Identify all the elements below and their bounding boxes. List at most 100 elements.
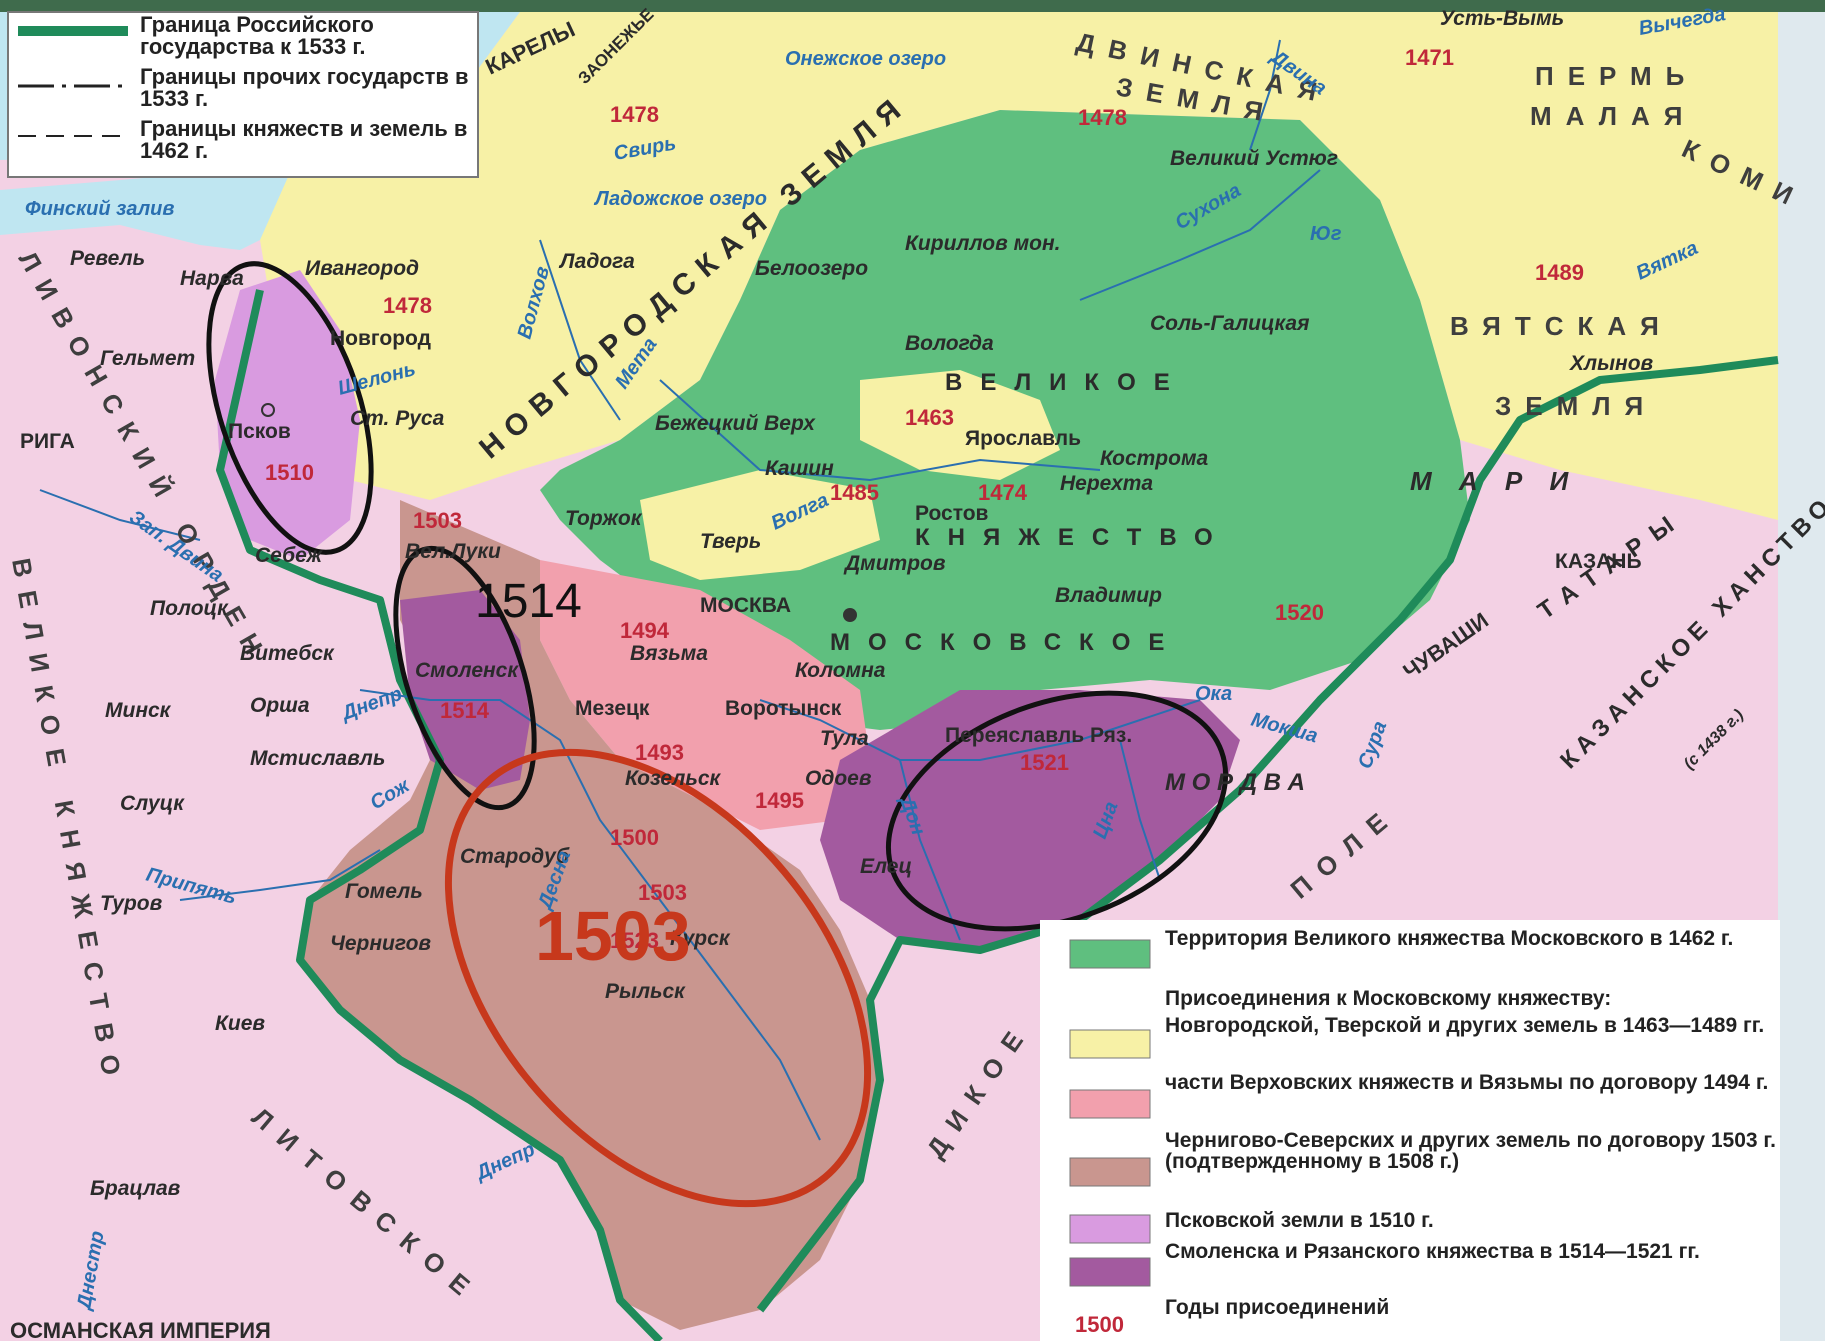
legend-top: Граница Российского государства к 1533 г…	[7, 11, 479, 178]
city-slutsk: Слуцк	[120, 792, 185, 815]
city-odoev: Одоев	[805, 767, 872, 790]
legend-novgorod-text: Новгородской, Тверской и других земель в…	[1165, 1014, 1765, 1037]
svg-text:Юг: Юг	[1310, 223, 1342, 245]
legend-verkhovsk-text: части Верховских княжеств и Вязьмы по до…	[1165, 1071, 1769, 1094]
city-starodub: Стародуб	[460, 845, 570, 868]
region-yaroslavl-1463	[860, 370, 1060, 480]
city-tver: Тверь	[700, 530, 761, 553]
city-vel-luki: Вел.Луки	[405, 540, 501, 563]
legend-moscow-text: Территория Великого княжества Московског…	[1165, 928, 1734, 950]
city-kashin: Кашин	[765, 457, 834, 480]
city-kiev: Киев	[215, 1012, 265, 1035]
city-mezetsk: Мезецк	[575, 697, 650, 720]
city-pskov: Псков	[228, 420, 291, 443]
label-grand-2: КНЯЖЕСТВО	[915, 524, 1231, 551]
city-labels: Усть-Вымь Великий Устюг Кириллов мон. Бе…	[20, 7, 1654, 1200]
city-gelmet: Гельмет	[100, 347, 195, 370]
region-verkhovsk-1494	[540, 560, 870, 830]
city-torzhok: Торжок	[565, 507, 643, 530]
city-vorotynsk: Воротынск	[725, 697, 842, 720]
legend-bottom: 1500 Территория Великого княжества Моско…	[1040, 920, 1780, 1341]
svg-text:1520: 1520	[1275, 600, 1324, 625]
city-yaroslavl: Ярославль	[965, 427, 1081, 450]
city-narva: Нарва	[180, 267, 244, 290]
legend-swatch-pskov	[1069, 1214, 1151, 1244]
city-elets: Елец	[860, 855, 912, 878]
legend-swatch-russia-border	[18, 26, 128, 36]
svg-text:1503: 1503	[413, 508, 462, 533]
city-ivangorod: Ивангород	[305, 257, 419, 280]
city-kozelsk: Козельск	[625, 767, 722, 790]
city-orsha: Орша	[250, 694, 310, 717]
city-kostroma: Кострома	[1100, 447, 1208, 470]
legend-top-item-1: Граница Российского государства к 1533 г…	[140, 14, 374, 59]
city-vladimir: Владимир	[1055, 584, 1162, 607]
label-mordva: М О Р Д В А	[1165, 769, 1305, 796]
city-riga: РИГА	[20, 430, 75, 453]
label-grand-1: ВЕЛИКОЕ	[945, 369, 1188, 396]
city-turov: Туров	[100, 892, 163, 915]
city-nerekhta: Нерехта	[1060, 472, 1153, 495]
city-revel: Ревель	[70, 247, 145, 270]
city-dmitrov: Дмитров	[843, 552, 946, 575]
legend-swatch-moscow	[1069, 939, 1151, 969]
svg-text:1503: 1503	[638, 880, 687, 905]
svg-text:1494: 1494	[620, 618, 670, 643]
legend-swatch-novgorod	[1069, 1029, 1151, 1059]
city-beloozero: Белоозеро	[755, 257, 868, 280]
label-perm-2: МАЛАЯ	[1530, 101, 1696, 131]
label-ottoman: ОСМАНСКАЯ ИМПЕРИЯ	[10, 1318, 271, 1341]
city-sebezh: Себеж	[255, 544, 324, 567]
city-kolomna: Коломна	[795, 659, 886, 682]
river-lines	[39, 39, 1321, 1141]
legend-pskov-text: Псковской земли в 1510 г.	[1165, 1209, 1434, 1232]
pskov-marker	[261, 403, 275, 417]
svg-text:1510: 1510	[265, 460, 314, 485]
legend-top-item-2: Границы прочих государств в 1533 г.	[140, 64, 469, 111]
svg-text:1478: 1478	[1078, 105, 1127, 130]
city-sol-galitskaya: Соль-Галицкая	[1150, 312, 1309, 335]
circle-ryazan	[885, 690, 1229, 932]
city-smolensk: Смоленск	[415, 659, 519, 682]
label-vyatka-1: ВЯТСКАЯ	[1450, 311, 1673, 341]
svg-text:1521: 1521	[1020, 750, 1069, 775]
svg-text:1489: 1489	[1535, 260, 1584, 285]
label-grand-3: МОСКОВСКОЕ	[830, 629, 1182, 656]
label-perm-1: ПЕРМЬ	[1535, 61, 1698, 91]
svg-text:1478: 1478	[610, 102, 659, 127]
circle-chernigov	[444, 748, 872, 1208]
svg-text:Ока: Ока	[1195, 683, 1232, 705]
city-vyazma: Вязьма	[630, 642, 708, 665]
annotation-1514: 1514	[475, 575, 582, 628]
svg-text:1471: 1471	[1405, 45, 1454, 70]
annotation-1503: 1503	[535, 897, 691, 975]
legend-top-item-3: Границы княжеств и земель в 1462 г.	[140, 116, 468, 163]
legend-annex-heading: Присоединения к Московскому княжеству:	[1165, 987, 1612, 1010]
legend-swatch-smolensk-ryazan	[1069, 1257, 1151, 1287]
legend-year-sample: 1500	[1075, 1312, 1124, 1337]
city-chernigov: Чернигов	[330, 932, 431, 955]
svg-text:1495: 1495	[755, 788, 804, 813]
svg-text:1474: 1474	[978, 480, 1028, 505]
legend-chernigov-text: Чернигово-Северских и других земель по д…	[1165, 1129, 1776, 1173]
city-bezhetsky: Бежецкий Верх	[655, 412, 816, 435]
legend-swatch-chernigov	[1069, 1157, 1151, 1187]
city-st-rusa: Ст. Руса	[350, 407, 445, 430]
city-kazan: КАЗАНЬ	[1555, 550, 1642, 573]
city-khlynov: Хлынов	[1569, 352, 1654, 375]
city-ust-vym: Усть-Вымь	[1440, 7, 1564, 30]
border-russia-1533	[216, 289, 1779, 1341]
frame-right	[1778, 0, 1825, 1341]
label-finnish-gulf: Финский залив	[25, 198, 174, 220]
city-vitebsk: Витебск	[240, 642, 335, 665]
circle-smolensk	[393, 545, 537, 811]
svg-text:1514: 1514	[440, 698, 490, 723]
city-kursk: Курск	[670, 927, 731, 950]
city-rylsk: Рыльск	[605, 980, 686, 1003]
label-onega-lake: Онежское озеро	[785, 48, 946, 70]
city-bratslav: Брацлав	[90, 1177, 181, 1200]
city-rostov: Ростов	[915, 502, 989, 525]
frame-top	[0, 0, 1825, 12]
city-kirillov: Кириллов мон.	[905, 232, 1060, 255]
